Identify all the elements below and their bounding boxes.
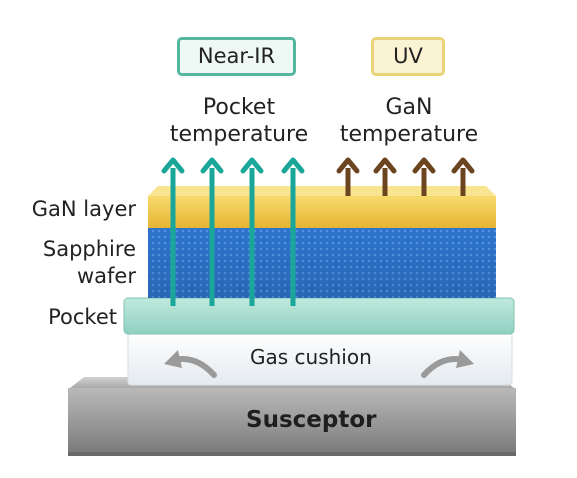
gan-layer-label: GaN layer: [31, 197, 136, 221]
uv-badge: UV: [371, 37, 445, 76]
arrow-up-icon-uv-4: [451, 157, 475, 196]
uv-arrows: [336, 157, 475, 196]
arrow-up-icon-near-ir-1: [161, 157, 185, 306]
gas-cushion-label: Gas cushion: [250, 345, 372, 369]
arrow-up-icon-uv-3: [412, 157, 436, 196]
sapphire-wafer-line-1: Sapphire: [42, 237, 136, 261]
pocket-label: Pocket: [48, 305, 117, 329]
sapphire-wafer-line-2: wafer: [77, 264, 136, 288]
sapphire-wafer-layer: [148, 228, 496, 298]
gan-temperature-line-1: GaN: [385, 95, 433, 120]
arrow-up-icon-near-ir-3: [240, 157, 264, 306]
gas-flow-right-icon: [421, 350, 474, 378]
arrow-up-icon-near-ir-2: [200, 157, 224, 306]
pocket-temperature-line-1: Pocket: [202, 95, 276, 120]
near-ir-arrows: [161, 157, 305, 306]
arrow-up-icon-near-ir-4: [281, 157, 305, 306]
gan-temperature-line-2: temperature: [339, 122, 479, 147]
pocket-layer: [123, 297, 515, 335]
gas-flow-left-icon: [164, 350, 217, 378]
near-ir-label: Near-IR: [197, 44, 276, 68]
pocket-temperature-label: Pocket temperature: [159, 94, 319, 148]
pocket-temperature-line-2: temperature: [169, 122, 309, 147]
sapphire-wafer-label: Sapphire wafer: [43, 236, 136, 290]
uv-label: UV: [393, 44, 423, 68]
gan-layer: [148, 186, 496, 228]
gan-temperature-label: GaN temperature: [329, 94, 489, 148]
arrow-up-icon-uv-2: [373, 157, 397, 196]
susceptor-label: Susceptor: [246, 407, 377, 433]
arrow-up-icon-uv-1: [336, 157, 360, 196]
near-ir-badge: Near-IR: [177, 37, 296, 76]
